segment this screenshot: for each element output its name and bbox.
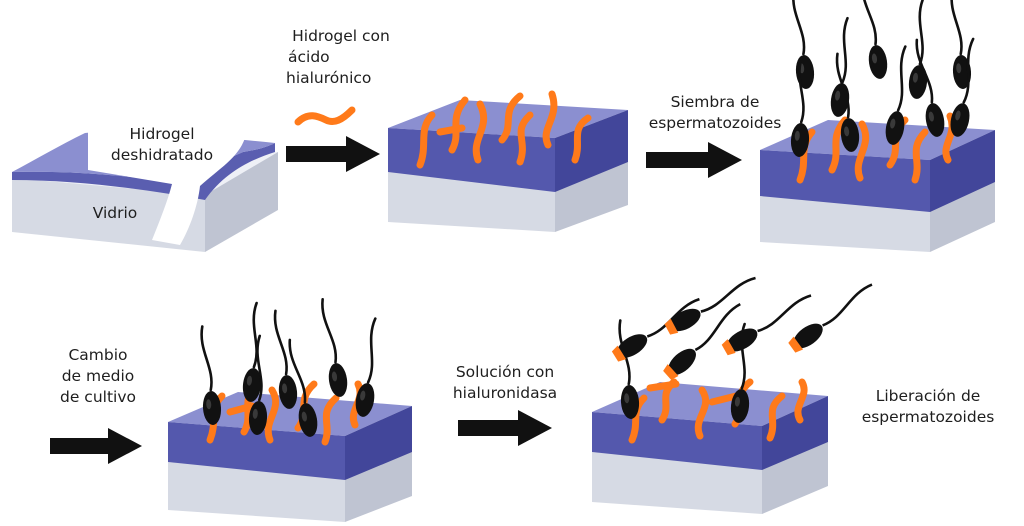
arrow-right-icon bbox=[286, 136, 380, 172]
arrow-right-icon bbox=[50, 428, 142, 464]
sperm-icon bbox=[663, 303, 741, 380]
sperm-icon bbox=[905, 0, 937, 102]
sperm-icon bbox=[664, 276, 756, 335]
sperm-icon bbox=[946, 36, 988, 140]
step-hyaluronidase-release bbox=[592, 276, 873, 514]
sperm-icon bbox=[239, 301, 271, 405]
dehydrated-film bbox=[12, 143, 275, 200]
label-sperm-release: Liberación de espermatozoides bbox=[861, 387, 995, 426]
peeling-hydrogel bbox=[88, 118, 245, 245]
sperm-group-5-released bbox=[611, 276, 873, 380]
arrow-right-icon bbox=[458, 410, 552, 446]
step-sperm-seeding bbox=[760, 0, 995, 252]
glass-side-1 bbox=[205, 152, 278, 252]
sperm-icon bbox=[316, 296, 351, 400]
hyaluronic-strand-icon bbox=[294, 106, 356, 126]
hyaluronic-strands-2 bbox=[416, 90, 592, 169]
sperm-icon bbox=[721, 294, 812, 356]
step-medium-change bbox=[168, 296, 412, 522]
sperm-icon bbox=[827, 16, 862, 120]
sperm-icon bbox=[788, 283, 873, 353]
label-dehydrated-hydrogel: Hidrogel deshidratado bbox=[110, 125, 214, 164]
step-hydrogel-hyaluronic bbox=[388, 90, 628, 232]
label-medium-change: Cambio de medio de cultivo bbox=[60, 346, 136, 406]
sperm-icon bbox=[856, 0, 891, 82]
sperm-icon bbox=[351, 316, 390, 420]
arrow-right-icon bbox=[646, 142, 742, 178]
sperm-icon bbox=[611, 297, 700, 362]
label-glass: Vidrio bbox=[92, 204, 138, 222]
label-sperm-seeding: Siembra de espermatozoides bbox=[648, 93, 782, 132]
step-dehydrated-hydrogel bbox=[12, 118, 278, 252]
label-hydrogel-hyaluronic: Hidrogel con ácido hialurónico bbox=[286, 27, 390, 87]
sperm-icon bbox=[787, 0, 817, 92]
label-hyaluronidase-solution: Solución con hialuronidasa bbox=[452, 363, 558, 402]
